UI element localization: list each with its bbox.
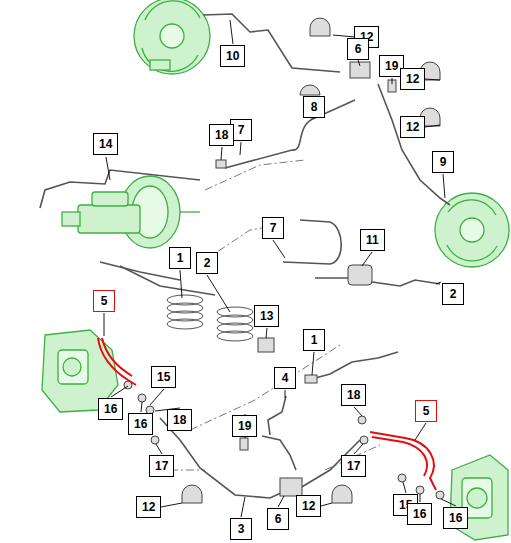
- callout-number: 17: [341, 455, 366, 477]
- callout-number: 4: [274, 367, 296, 389]
- callout-number: 18: [341, 384, 366, 406]
- callout-number: 12: [296, 495, 321, 517]
- callout-number: 3: [230, 518, 252, 540]
- callout-number: 16: [128, 413, 153, 435]
- callout-number: 2: [442, 283, 464, 305]
- callout-number: 16: [407, 503, 432, 525]
- callout-number: 5: [93, 290, 115, 312]
- callout-number: 19: [232, 415, 257, 437]
- callout-number: 12: [400, 116, 425, 138]
- callout-number: 12: [400, 68, 425, 90]
- callout-number: 9: [432, 151, 454, 173]
- callout-number: 5: [415, 400, 437, 422]
- callout-number: 6: [267, 508, 289, 530]
- callout-number: 16: [443, 507, 468, 529]
- callout-number: 1: [303, 329, 325, 351]
- callout-number: 15: [151, 366, 176, 388]
- callout-number: 6: [347, 38, 369, 60]
- callout-number: 14: [93, 133, 118, 155]
- callout-number: 8: [303, 96, 325, 118]
- callout-number: 11: [360, 229, 385, 251]
- callout-number: 16: [98, 398, 123, 420]
- callout-number: 18: [209, 124, 234, 146]
- callout-number: 17: [149, 455, 174, 477]
- callout-number: 2: [196, 252, 218, 274]
- callout-number: 7: [262, 217, 284, 239]
- callout-number: 18: [167, 409, 192, 431]
- callout-number: 10: [220, 45, 245, 67]
- callout-number: 1: [169, 247, 191, 269]
- callout-number: 12: [136, 496, 161, 518]
- callout-number: 13: [254, 305, 279, 327]
